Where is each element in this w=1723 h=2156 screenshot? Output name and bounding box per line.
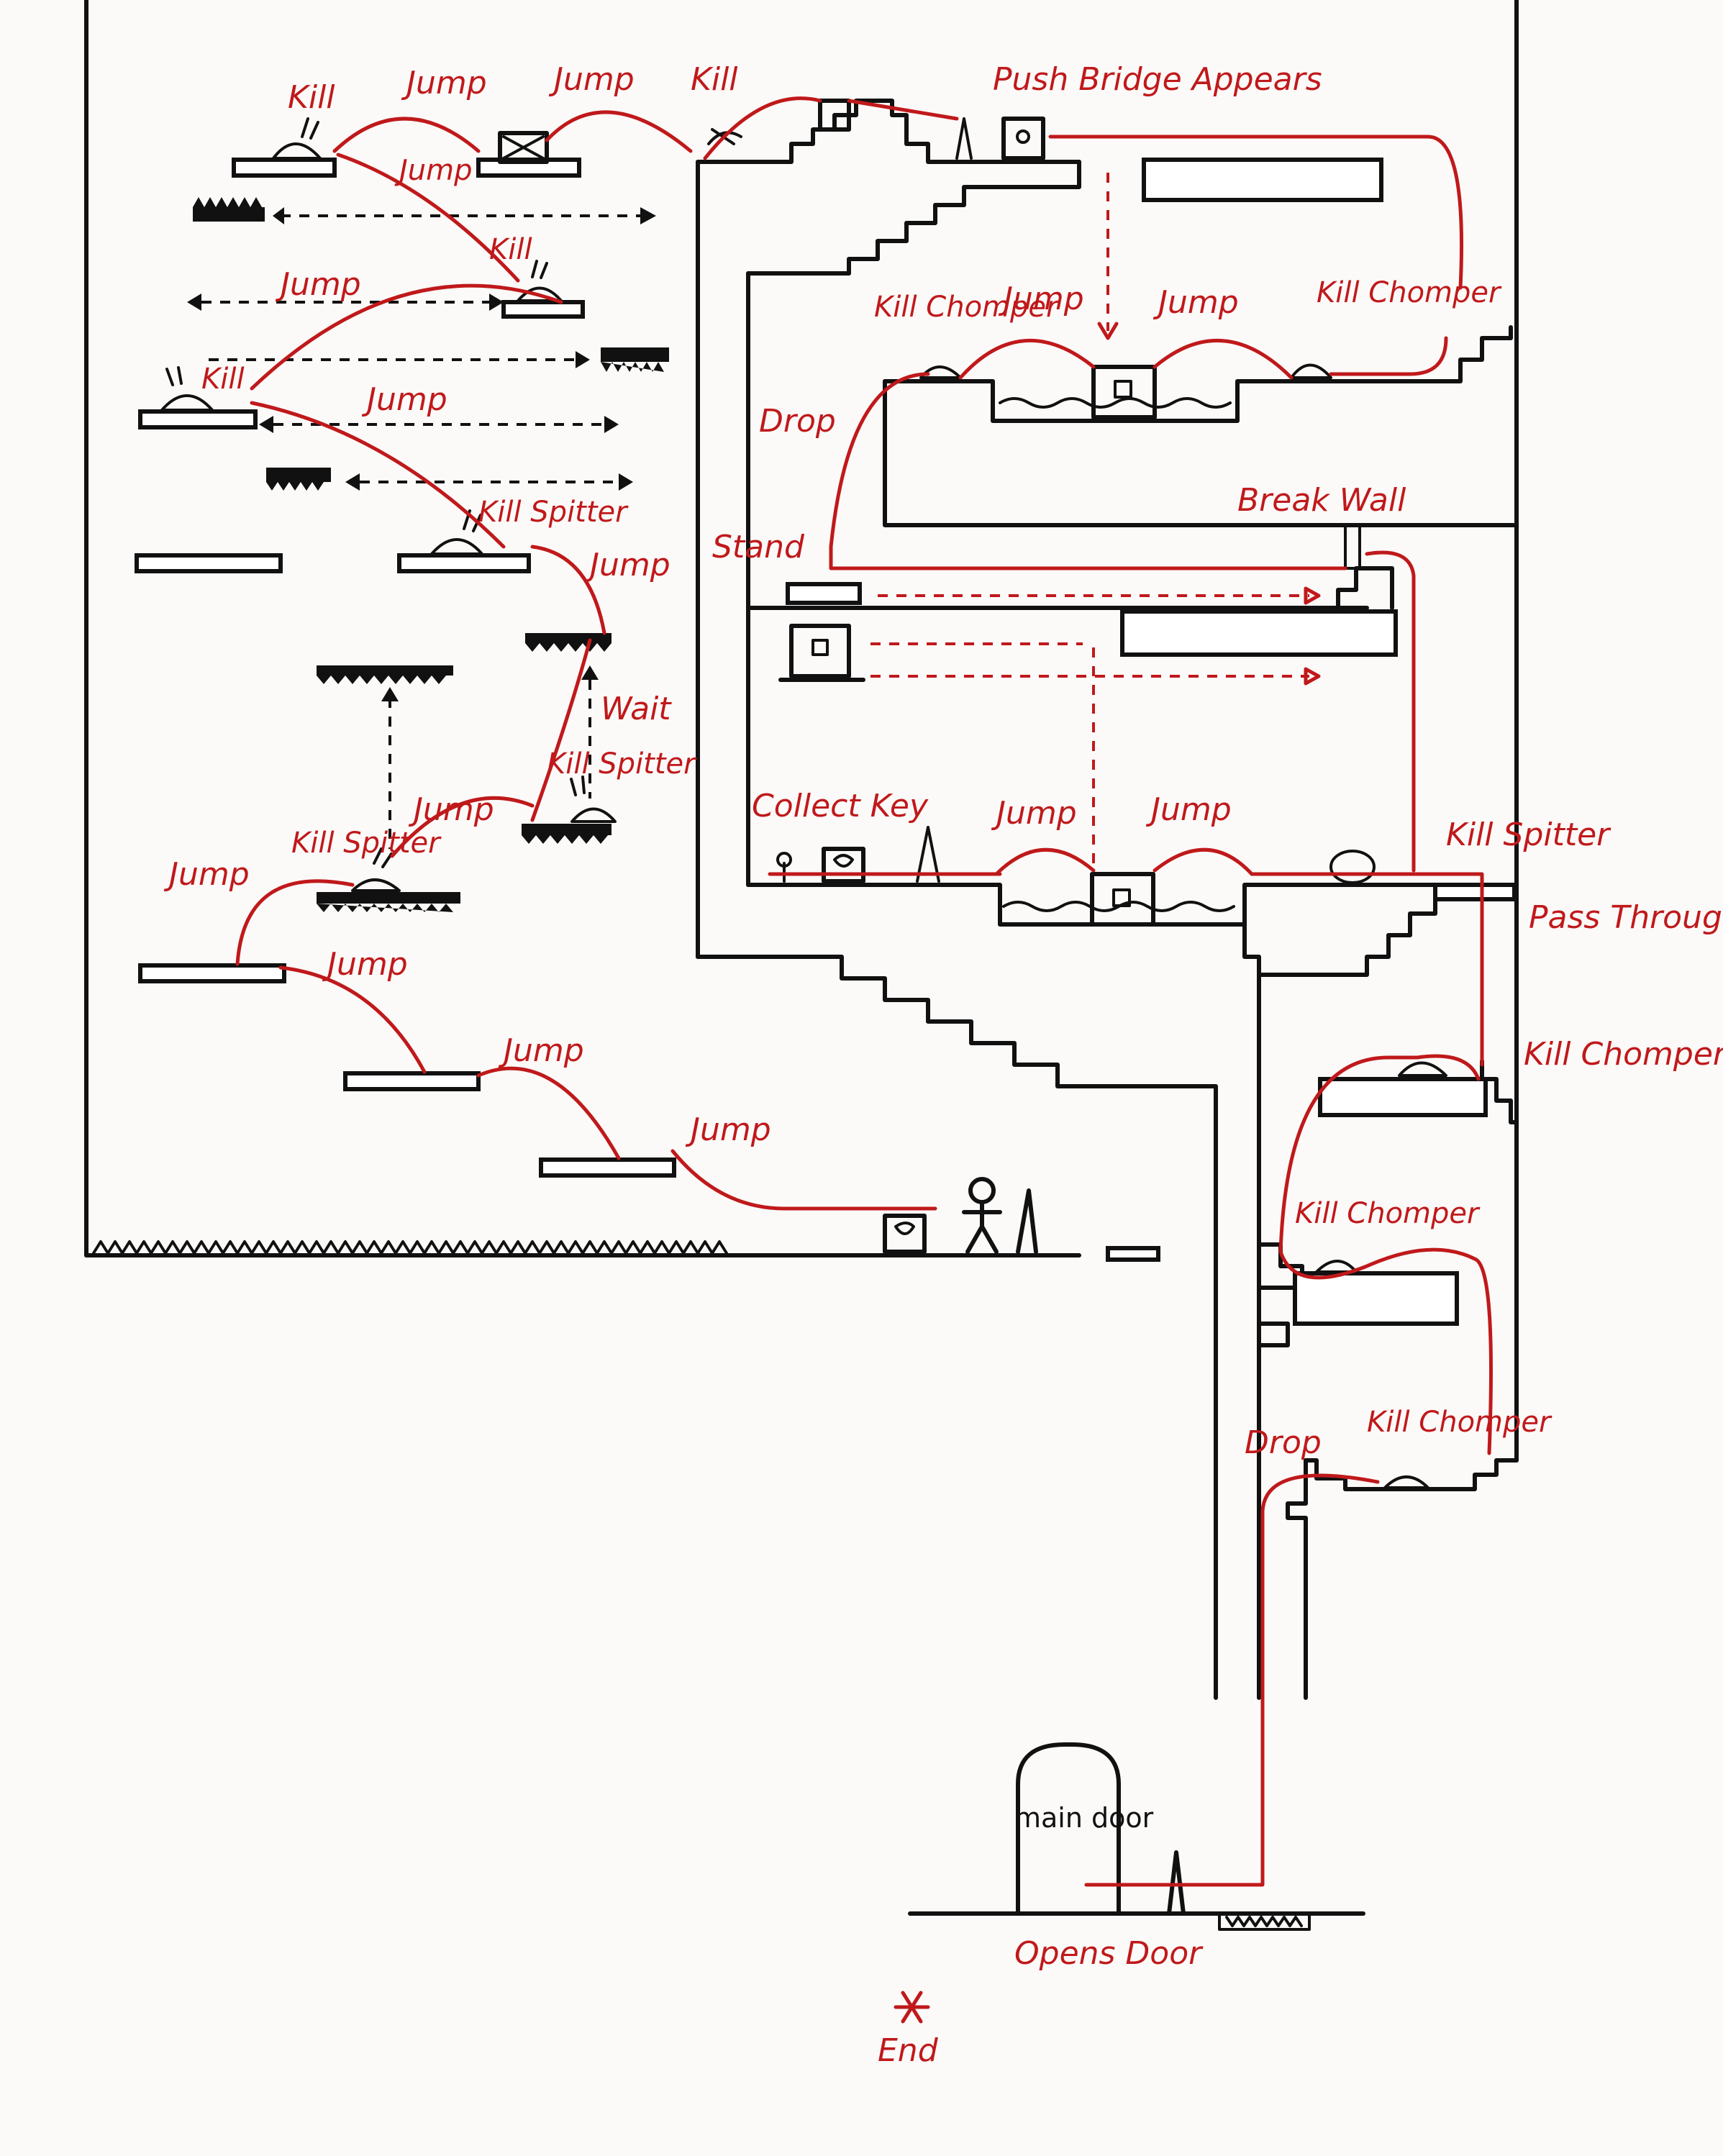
label-jump-8: Jump [163,856,250,893]
label-main-door: main door [1014,1802,1154,1834]
label-stand: Stand [712,529,805,565]
label-drop-2: Drop [1245,1424,1322,1461]
label-break-wall: Break Wall [1237,482,1406,519]
label-push-bridge: Push Bridge Appears [993,61,1322,98]
label-kill-chomper-5: Kill Chomper [1367,1406,1552,1439]
label-kill-1: Kill [288,79,335,116]
label-jump-9: Jump [322,946,408,983]
label-jump-6: Jump [584,547,670,583]
enemies-and-objects [162,101,1446,1914]
label-jump-2: Jump [548,61,635,98]
label-kill-4: Kill [201,363,245,396]
label-kill-spitter-4: Kill Spitter [1446,817,1611,853]
label-kill-spitter-3: Kill Spitter [291,827,442,860]
label-jump-13: Jump [1153,284,1239,321]
label-opens-door: Opens Door [1014,1935,1204,1972]
label-jump-4: Jump [275,266,361,303]
label-jump-10: Jump [498,1032,584,1069]
label-kill-chomper-2: Kill Chomper [1317,276,1502,309]
label-jump-12: Jump [998,281,1084,317]
label-kill-chomper-3: Kill Chomper [1524,1036,1723,1073]
label-jump-1: Jump [401,65,487,101]
label-pass-through: Pass Through [1529,899,1723,936]
label-kill-2: Kill [691,61,738,98]
annotation-labels: Kill Jump Jump Kill Push Bridge Appears … [163,61,1723,2069]
label-kill-spitter-2: Kill Spitter [547,747,697,781]
label-collect-key: Collect Key [752,788,929,824]
label-jump-15: Jump [1145,791,1232,828]
label-kill-chomper-4: Kill Chomper [1295,1197,1481,1230]
label-jump-14: Jump [991,795,1077,832]
label-drop-1: Drop [759,403,836,440]
label-jump-7: Jump [408,791,494,828]
label-wait: Wait [601,691,672,727]
label-kill-spitter-1: Kill Spitter [478,496,629,529]
label-end: End [878,2032,939,2069]
label-jump-11: Jump [685,1111,771,1148]
label-jump-5: Jump [361,381,447,418]
label-kill-3: Kill [489,233,532,266]
end-marker-icon [896,1993,928,2021]
label-jump-3: Jump [394,154,473,187]
